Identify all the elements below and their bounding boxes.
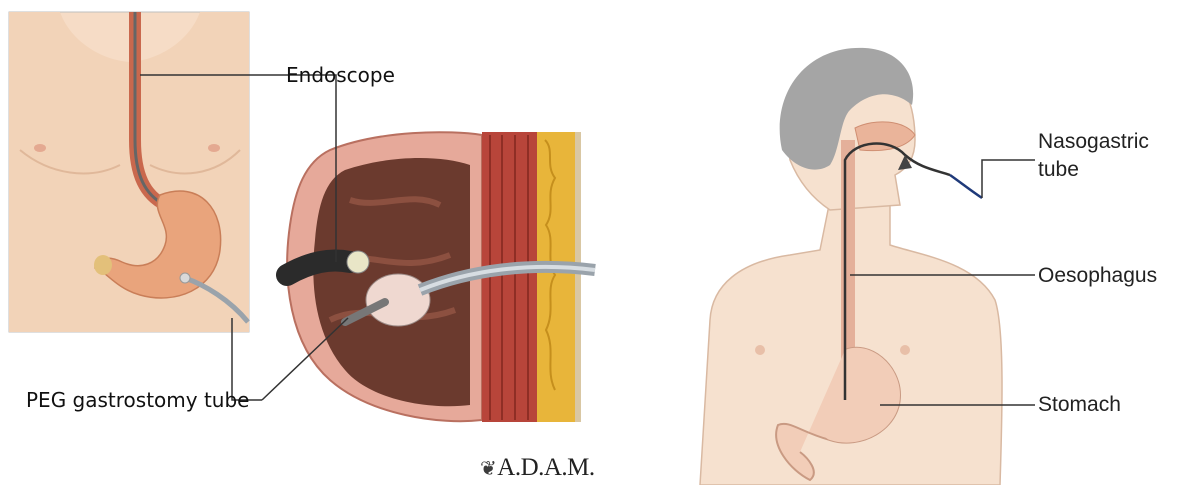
label-peg-gastrostomy-tube: PEG gastrostomy tube bbox=[26, 388, 249, 412]
right-figure bbox=[700, 48, 1002, 485]
stomach-cross-section bbox=[287, 132, 595, 422]
label-endoscope: Endoscope bbox=[286, 63, 395, 87]
label-oesophagus: Oesophagus bbox=[1038, 262, 1157, 290]
adam-logo: ❦A.D.A.M. bbox=[480, 454, 595, 482]
label-stomach: Stomach bbox=[1038, 391, 1121, 419]
torso-inset bbox=[9, 12, 249, 332]
leaf-icon: ❦ bbox=[480, 458, 496, 480]
label-nasogastric-tube: Nasogastric tube bbox=[1038, 128, 1149, 184]
logo-text: A.D.A.M. bbox=[497, 454, 594, 481]
